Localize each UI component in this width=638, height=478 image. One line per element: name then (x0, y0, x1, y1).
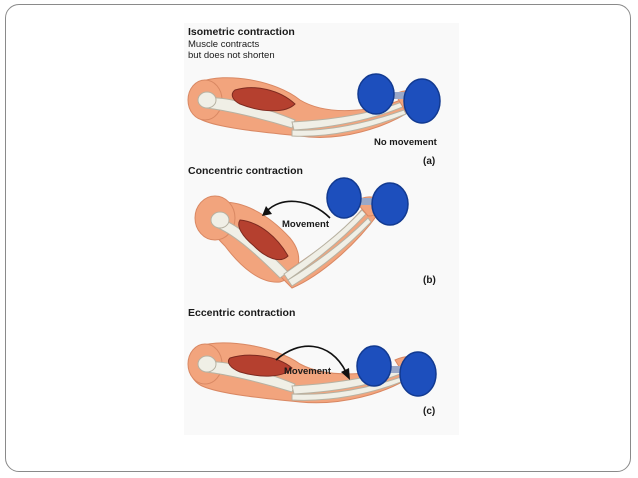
ulna-bone (287, 217, 372, 287)
panel-b-heading: Concentric contraction (188, 165, 303, 177)
dumbbell (357, 73, 441, 124)
humerus-head (197, 91, 217, 109)
panel-b-arm-illustration (194, 177, 409, 289)
humerus-head (197, 355, 217, 373)
panel-c-label: (c) (423, 406, 436, 417)
dumbbell (326, 177, 409, 226)
panel-b-callout: Movement (282, 219, 329, 230)
panel-c-arm-illustration (187, 342, 437, 404)
dumbbell (356, 345, 437, 397)
humerus-head (210, 211, 230, 229)
movement-arrow (275, 345, 347, 373)
panel-a-arm-illustration (187, 73, 441, 138)
biceps-muscle (238, 219, 289, 261)
panel-c-callout: Movement (284, 366, 331, 377)
humerus-bone (205, 97, 296, 129)
biceps-muscle (227, 354, 293, 377)
panel-a-description-line-2: but does not shorten (188, 50, 275, 61)
panel-a-heading: Isometric contraction (188, 26, 295, 38)
movement-arrowhead (262, 206, 272, 216)
ulna-bone (291, 109, 407, 137)
panel-c-heading: Eccentric contraction (188, 307, 296, 319)
movement-arrowhead (341, 368, 350, 380)
panel-a-label: (a) (423, 156, 436, 167)
movement-arrow (265, 200, 331, 219)
panel-a-description-line-1: Muscle contracts (188, 39, 260, 50)
biceps-muscle (231, 87, 296, 112)
panel-a-callout: No movement (374, 137, 437, 148)
panel-b-label: (b) (423, 275, 436, 286)
